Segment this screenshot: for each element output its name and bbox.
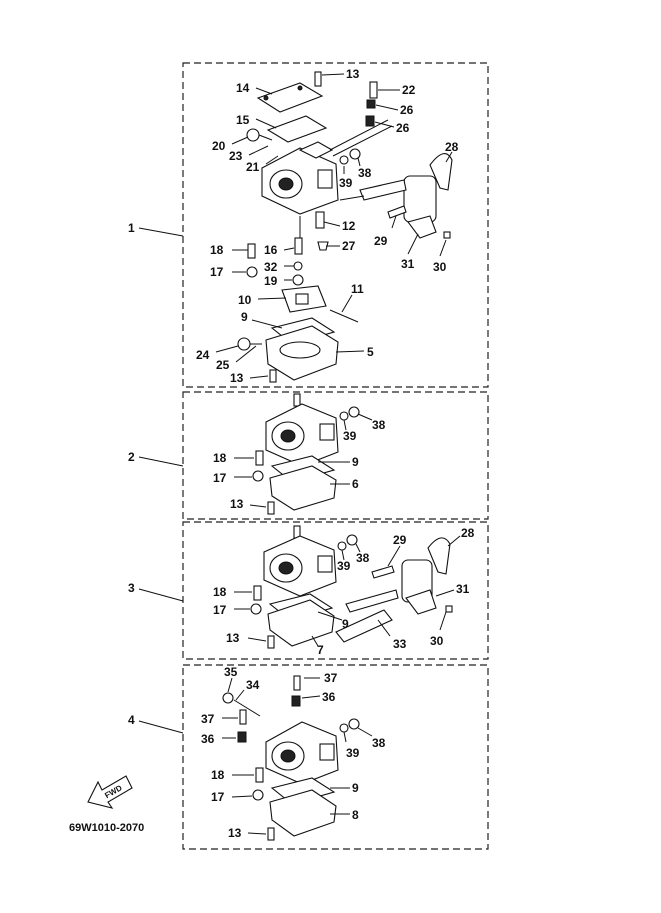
callout-18: 18 [213,451,227,465]
svg-text:1: 1 [128,221,135,235]
callout-24: 24 [196,348,210,362]
group-2-frame [182,391,489,520]
callout-20: 20 [212,139,226,153]
group-1-callouts: 13 22 14 26 15 26 20 23 21 28 38 39 12 2… [196,67,459,385]
callout-37: 37 [324,671,338,685]
callout-38: 38 [358,166,372,180]
callout-38: 38 [372,418,386,432]
group-4-drawing [222,675,360,841]
callout-39: 39 [337,559,351,573]
callout-39: 39 [339,176,353,190]
group-2-callouts: 38 39 18 9 17 6 13 [213,413,386,511]
callout-26: 26 [400,103,414,117]
callout-13: 13 [346,67,360,81]
callout-18: 18 [211,768,225,782]
callout-39: 39 [346,746,360,760]
callout-12: 12 [342,219,356,233]
group-3-frame [182,521,489,660]
callout-17: 17 [210,265,224,279]
callout-9: 9 [352,455,359,469]
forward-arrow-icon: FWD [87,775,133,809]
callout-10: 10 [238,293,252,307]
callout-22: 22 [402,83,416,97]
callout-6: 6 [352,477,359,491]
callout-17: 17 [213,471,227,485]
callout-35: 35 [224,665,238,679]
callout-17: 17 [213,603,227,617]
svg-text:3: 3 [128,581,135,595]
callout-36b: 36 [201,732,215,746]
callout-30: 30 [430,634,444,648]
callout-29: 29 [393,533,407,547]
svg-text:4: 4 [128,713,135,727]
callout-38: 38 [372,736,386,750]
diagram-code: 69W1010-2070 [69,822,144,834]
callout-18: 18 [210,243,224,257]
callout-37b: 37 [201,712,215,726]
callout-5: 5 [367,345,374,359]
callout-28: 28 [445,140,459,154]
callout-21: 21 [246,160,260,174]
callout-8: 8 [352,808,359,822]
callout-31: 31 [401,257,415,271]
group-1-label: 1 [128,221,184,237]
callout-9: 9 [342,617,349,631]
callout-34: 34 [246,678,260,692]
callout-29: 29 [374,234,388,248]
group-1-frame [182,62,489,388]
group-1-drawing [237,71,453,383]
callout-27: 27 [342,239,356,253]
group-2-drawing [252,393,360,515]
group-2-label: 2 [128,450,184,467]
callout-13: 13 [226,631,240,645]
callout-13: 13 [230,497,244,511]
callout-23: 23 [229,149,243,163]
callout-25: 25 [216,358,230,372]
svg-text:2: 2 [128,450,135,464]
callout-38: 38 [356,551,370,565]
callout-13b: 13 [230,371,244,385]
callout-17: 17 [211,790,225,804]
group-3-drawing [250,525,453,649]
group-4-label: 4 [128,713,184,734]
callout-11: 11 [351,282,364,296]
callout-19: 19 [264,274,278,288]
group-4-callouts: 35 37 34 36 37 36 38 39 18 9 17 8 13 [201,665,386,840]
callout-31: 31 [456,582,470,596]
callout-32: 32 [264,260,278,274]
callout-14: 14 [236,81,250,95]
callout-36: 36 [322,690,336,704]
callout-9: 9 [241,310,248,324]
callout-7: 7 [317,643,324,657]
group-3-label: 3 [128,581,184,602]
callout-30: 30 [433,260,447,274]
callout-28: 28 [461,526,475,540]
callout-16: 16 [264,243,278,257]
group-3-callouts: 28 29 38 39 31 18 17 9 30 33 13 7 [213,526,475,657]
callout-9: 9 [352,781,359,795]
group-4-frame [182,664,489,850]
callout-18: 18 [213,585,227,599]
callout-13: 13 [228,826,242,840]
callout-33: 33 [393,637,407,651]
callout-39: 39 [343,429,357,443]
callout-15: 15 [236,113,250,127]
callout-26b: 26 [396,121,410,135]
